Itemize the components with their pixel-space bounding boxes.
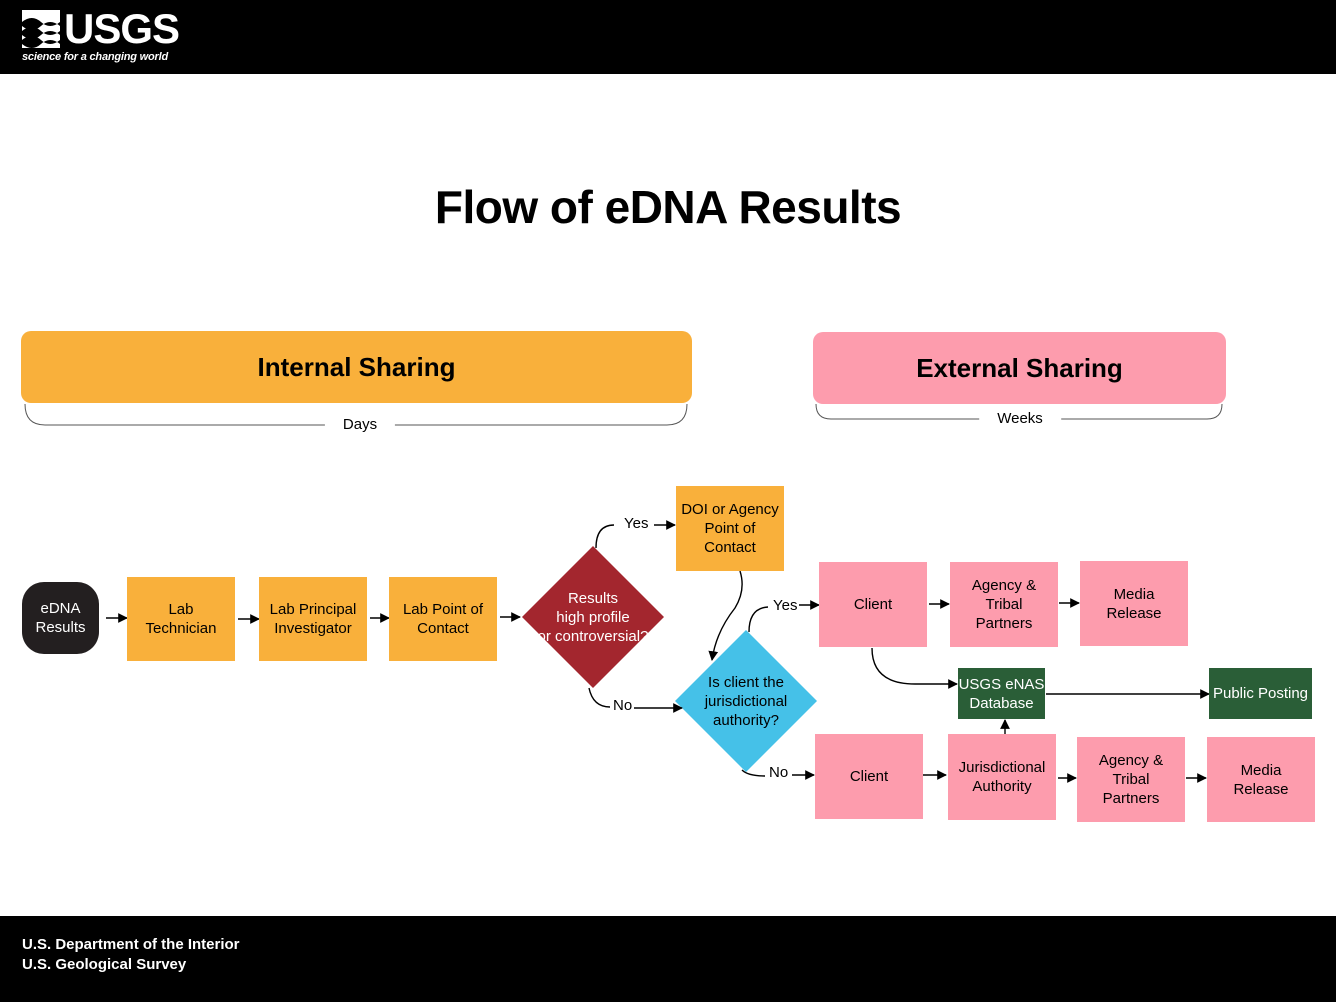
days-label: Days (324, 416, 396, 433)
decision-client-diamond (675, 630, 817, 772)
lab-poc-node: Lab Point of Contact (389, 577, 497, 661)
lab-pi-node: Lab Principal Investigator (259, 577, 367, 661)
arrow-client-yes (748, 606, 769, 633)
footer-survey: U.S. Geological Survey (22, 956, 187, 973)
arrow-client-enas (871, 647, 958, 689)
footer-bar: U.S. Department of the Interior U.S. Geo… (0, 916, 1336, 1002)
internal-sharing-band: Internal Sharing (21, 331, 692, 403)
external-sharing-band: External Sharing (813, 332, 1226, 404)
jurisdictional-authority-node: Jurisdictional Authority (948, 734, 1056, 820)
decision-client-text: Is client the jurisdictional authority? (704, 673, 788, 729)
profile-no-label: No (613, 697, 633, 714)
arrow-profile-yes (595, 524, 615, 549)
client-yes-node: Client (819, 562, 927, 647)
header-bar: USGS science for a changing world (0, 0, 1336, 74)
arrow-client-no (741, 769, 766, 777)
profile-yes-label: Yes (624, 515, 649, 532)
weeks-label: Weeks (979, 410, 1061, 427)
agency-tribal-yes-node: Agency & Tribal Partners (950, 562, 1058, 647)
decision-profile-diamond (522, 546, 664, 688)
media-release-no-node: Media Release (1207, 737, 1315, 822)
usgs-enas-database-node: USGS eNAS Database (958, 668, 1045, 719)
page-title: Flow of eDNA Results (434, 181, 902, 233)
footer-department: U.S. Department of the Interior (22, 936, 240, 953)
public-posting-node: Public Posting (1209, 668, 1312, 719)
logo-wordmark: USGS (64, 5, 180, 52)
doi-poc-node: DOI or Agency Point of Contact (676, 486, 784, 571)
arrow-profile-no (588, 687, 611, 708)
client-no-label: No (769, 764, 789, 781)
logo-tagline: science for a changing world (22, 51, 168, 63)
external-sharing-label: External Sharing (916, 352, 1123, 383)
decision-profile-text: Results high profile or controversial? (537, 589, 649, 645)
media-release-yes-node: Media Release (1080, 561, 1188, 646)
usgs-wave-icon (22, 10, 60, 48)
usgs-logo: USGS science for a changing world (22, 6, 182, 66)
edna-results-node: eDNA Results (22, 582, 99, 654)
client-no-node: Client (815, 734, 923, 819)
client-yes-label: Yes (773, 597, 798, 614)
agency-tribal-no-node: Agency & Tribal Partners (1077, 737, 1185, 822)
lab-technician-node: Lab Technician (127, 577, 235, 661)
arrow-doi-decision (708, 570, 743, 661)
internal-sharing-label: Internal Sharing (257, 351, 456, 382)
